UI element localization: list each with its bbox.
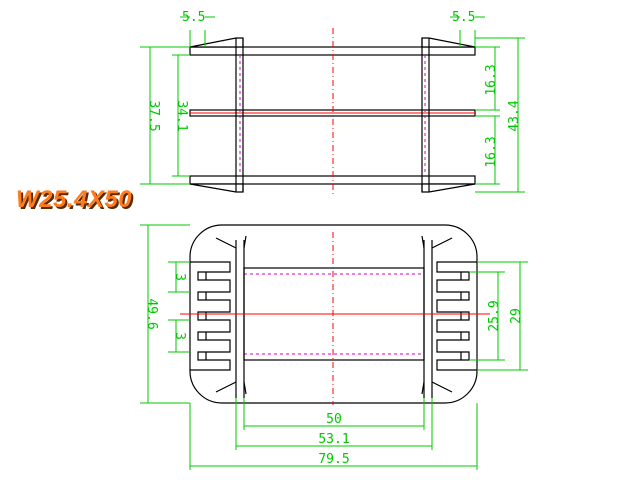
model-title: W25.4X50 bbox=[16, 186, 133, 213]
dim-height-left: 49.6 bbox=[144, 298, 159, 329]
dim-pin-outer: 29 bbox=[509, 308, 524, 324]
dim-inner-left: 34.1 bbox=[174, 100, 189, 131]
dim-pin-span: 25.9 bbox=[487, 300, 502, 331]
dim-width-53-1: 53.1 bbox=[318, 432, 349, 447]
right-bottom-tab bbox=[421, 183, 476, 193]
dim-outer-right: 43.4 bbox=[507, 100, 522, 131]
dim-right-upper: 16.3 bbox=[484, 64, 499, 95]
left-bottom-tab bbox=[189, 183, 244, 193]
dim-right-lower: 16.3 bbox=[484, 136, 499, 167]
top-view bbox=[140, 16, 525, 196]
bottom-view bbox=[140, 224, 528, 470]
right-pin-comb bbox=[436, 261, 477, 371]
left-top-tab bbox=[189, 37, 244, 48]
dim-pin-pitch-lower: 3 bbox=[172, 332, 187, 340]
dim-pin-pitch-upper: 3 bbox=[172, 273, 187, 281]
dim-right-top: 5.5 bbox=[452, 10, 475, 25]
dim-width-50: 50 bbox=[326, 412, 342, 427]
dim-left-top: 5.5 bbox=[182, 10, 205, 25]
dim-outer-left: 37.5 bbox=[146, 100, 161, 131]
right-top-tab bbox=[421, 37, 476, 48]
dim-width-79-5: 79.5 bbox=[318, 452, 349, 467]
left-pin-comb bbox=[190, 261, 231, 371]
